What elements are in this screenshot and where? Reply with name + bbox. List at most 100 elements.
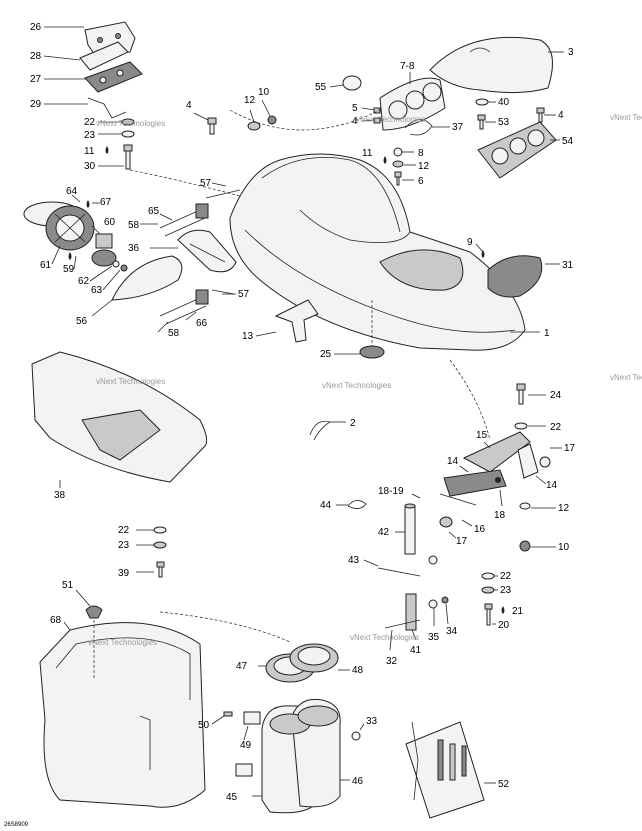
adhesive-drop-icon bbox=[105, 146, 109, 154]
washer-23b bbox=[153, 541, 167, 549]
callout-3: 3 bbox=[568, 47, 574, 58]
callout-20: 20 bbox=[498, 620, 510, 631]
callout-31: 31 bbox=[562, 260, 574, 271]
part-37-harness bbox=[404, 119, 433, 136]
callout-9: 9 bbox=[467, 237, 473, 248]
part-25-grommet bbox=[359, 345, 385, 359]
watermark: vNext Technologies bbox=[350, 633, 419, 642]
washer-22d bbox=[481, 572, 495, 580]
callout-22: 22 bbox=[550, 422, 562, 433]
callout-21: 21 bbox=[512, 606, 524, 617]
callout-37: 37 bbox=[452, 122, 464, 133]
callout-18-19: 18-19 bbox=[378, 486, 404, 497]
callout-23: 23 bbox=[84, 130, 96, 141]
part-46-container bbox=[261, 698, 341, 814]
callout-57: 57 bbox=[238, 289, 250, 300]
adhesive-drop-icon bbox=[86, 200, 90, 208]
callout-14: 14 bbox=[447, 456, 459, 467]
callout-24: 24 bbox=[550, 390, 562, 401]
callout-42: 42 bbox=[378, 527, 390, 538]
callout-50: 50 bbox=[198, 720, 210, 731]
washer-22c bbox=[153, 526, 167, 534]
callout-65: 65 bbox=[148, 206, 160, 217]
callout-10: 10 bbox=[258, 87, 270, 98]
callout-17: 17 bbox=[456, 536, 468, 547]
bolt-20 bbox=[484, 603, 493, 626]
assembly-path-line bbox=[129, 169, 241, 197]
callout-62: 62 bbox=[78, 276, 90, 287]
callout-61: 61 bbox=[40, 260, 52, 271]
callout-5: 5 bbox=[352, 103, 358, 114]
washer-35a bbox=[428, 555, 438, 565]
callout-10: 10 bbox=[558, 542, 570, 553]
callout-15: 15 bbox=[476, 430, 488, 441]
bolt-32 bbox=[384, 619, 421, 629]
callout-52: 52 bbox=[498, 779, 510, 790]
callout-51: 51 bbox=[62, 580, 74, 591]
washer-12b bbox=[392, 160, 404, 168]
callout-44: 44 bbox=[320, 500, 332, 511]
callout-16: 16 bbox=[474, 524, 486, 535]
nut-34 bbox=[441, 596, 449, 604]
callout-38: 38 bbox=[54, 490, 66, 501]
screw-4c bbox=[536, 107, 545, 123]
callout-25: 25 bbox=[320, 349, 332, 360]
screw-5 bbox=[373, 107, 381, 114]
part-36-vent bbox=[177, 229, 237, 273]
assembly-path-line bbox=[159, 611, 291, 643]
callout-18: 18 bbox=[494, 510, 506, 521]
watermark: vNext Technologies bbox=[88, 638, 157, 647]
part-2-clip bbox=[309, 420, 331, 441]
screw-4b bbox=[373, 117, 381, 124]
part-66-bracket bbox=[159, 289, 209, 325]
bolt-57b bbox=[211, 289, 235, 295]
callout-2: 2 bbox=[350, 418, 356, 429]
screw-39 bbox=[156, 561, 165, 578]
callout-26: 26 bbox=[30, 22, 42, 33]
bolt-53 bbox=[477, 114, 486, 130]
adhesive-drop-icon bbox=[501, 606, 505, 614]
watermark: vNext Technologies bbox=[610, 113, 642, 122]
callout-34: 34 bbox=[446, 626, 458, 637]
part-55-ring bbox=[342, 75, 362, 91]
callout-labels: 26 28 27 29 22 23 11 30 4 12 10 55 7-8 5… bbox=[30, 22, 576, 803]
grease-point-18 bbox=[495, 477, 501, 483]
washer-12c bbox=[519, 502, 531, 510]
callout-1: 1 bbox=[544, 328, 550, 339]
washer-23c bbox=[481, 586, 495, 594]
part-54-bezel bbox=[477, 121, 557, 179]
screw-6 bbox=[394, 171, 402, 186]
part-28-plate bbox=[79, 41, 129, 71]
part-15-steering-arm bbox=[443, 431, 539, 497]
part-61-speaker bbox=[45, 205, 95, 251]
part-49-clip-b bbox=[235, 763, 253, 777]
callout-53: 53 bbox=[498, 117, 510, 128]
callout-29: 29 bbox=[30, 99, 42, 110]
callout-7-8: 7-8 bbox=[400, 61, 415, 72]
bushing-17a bbox=[539, 456, 551, 468]
part-3-cover bbox=[429, 36, 553, 94]
part-13-handle bbox=[274, 299, 319, 343]
part-65-bracket bbox=[159, 203, 209, 237]
part-16-rod bbox=[439, 493, 477, 506]
part-27-module bbox=[84, 61, 143, 93]
part-44-clip bbox=[347, 500, 367, 509]
callout-59: 59 bbox=[63, 264, 75, 275]
watermark: vNext Technologies bbox=[96, 377, 165, 386]
callout-60: 60 bbox=[104, 217, 116, 228]
callout-4: 4 bbox=[558, 110, 564, 121]
nut-62 bbox=[112, 260, 120, 268]
callout-12: 12 bbox=[418, 161, 430, 172]
watermark: vNext Technologies bbox=[96, 119, 165, 128]
callout-57: 57 bbox=[200, 178, 212, 189]
part-42-column bbox=[404, 503, 416, 555]
callout-47: 47 bbox=[236, 661, 248, 672]
bolt-57a bbox=[205, 189, 241, 199]
part-60-mount bbox=[91, 233, 117, 267]
part-31-lens bbox=[487, 255, 543, 298]
bolt-24 bbox=[516, 383, 526, 405]
callout-40: 40 bbox=[498, 97, 510, 108]
washer-35b bbox=[428, 599, 438, 609]
screw-50 bbox=[223, 711, 233, 717]
